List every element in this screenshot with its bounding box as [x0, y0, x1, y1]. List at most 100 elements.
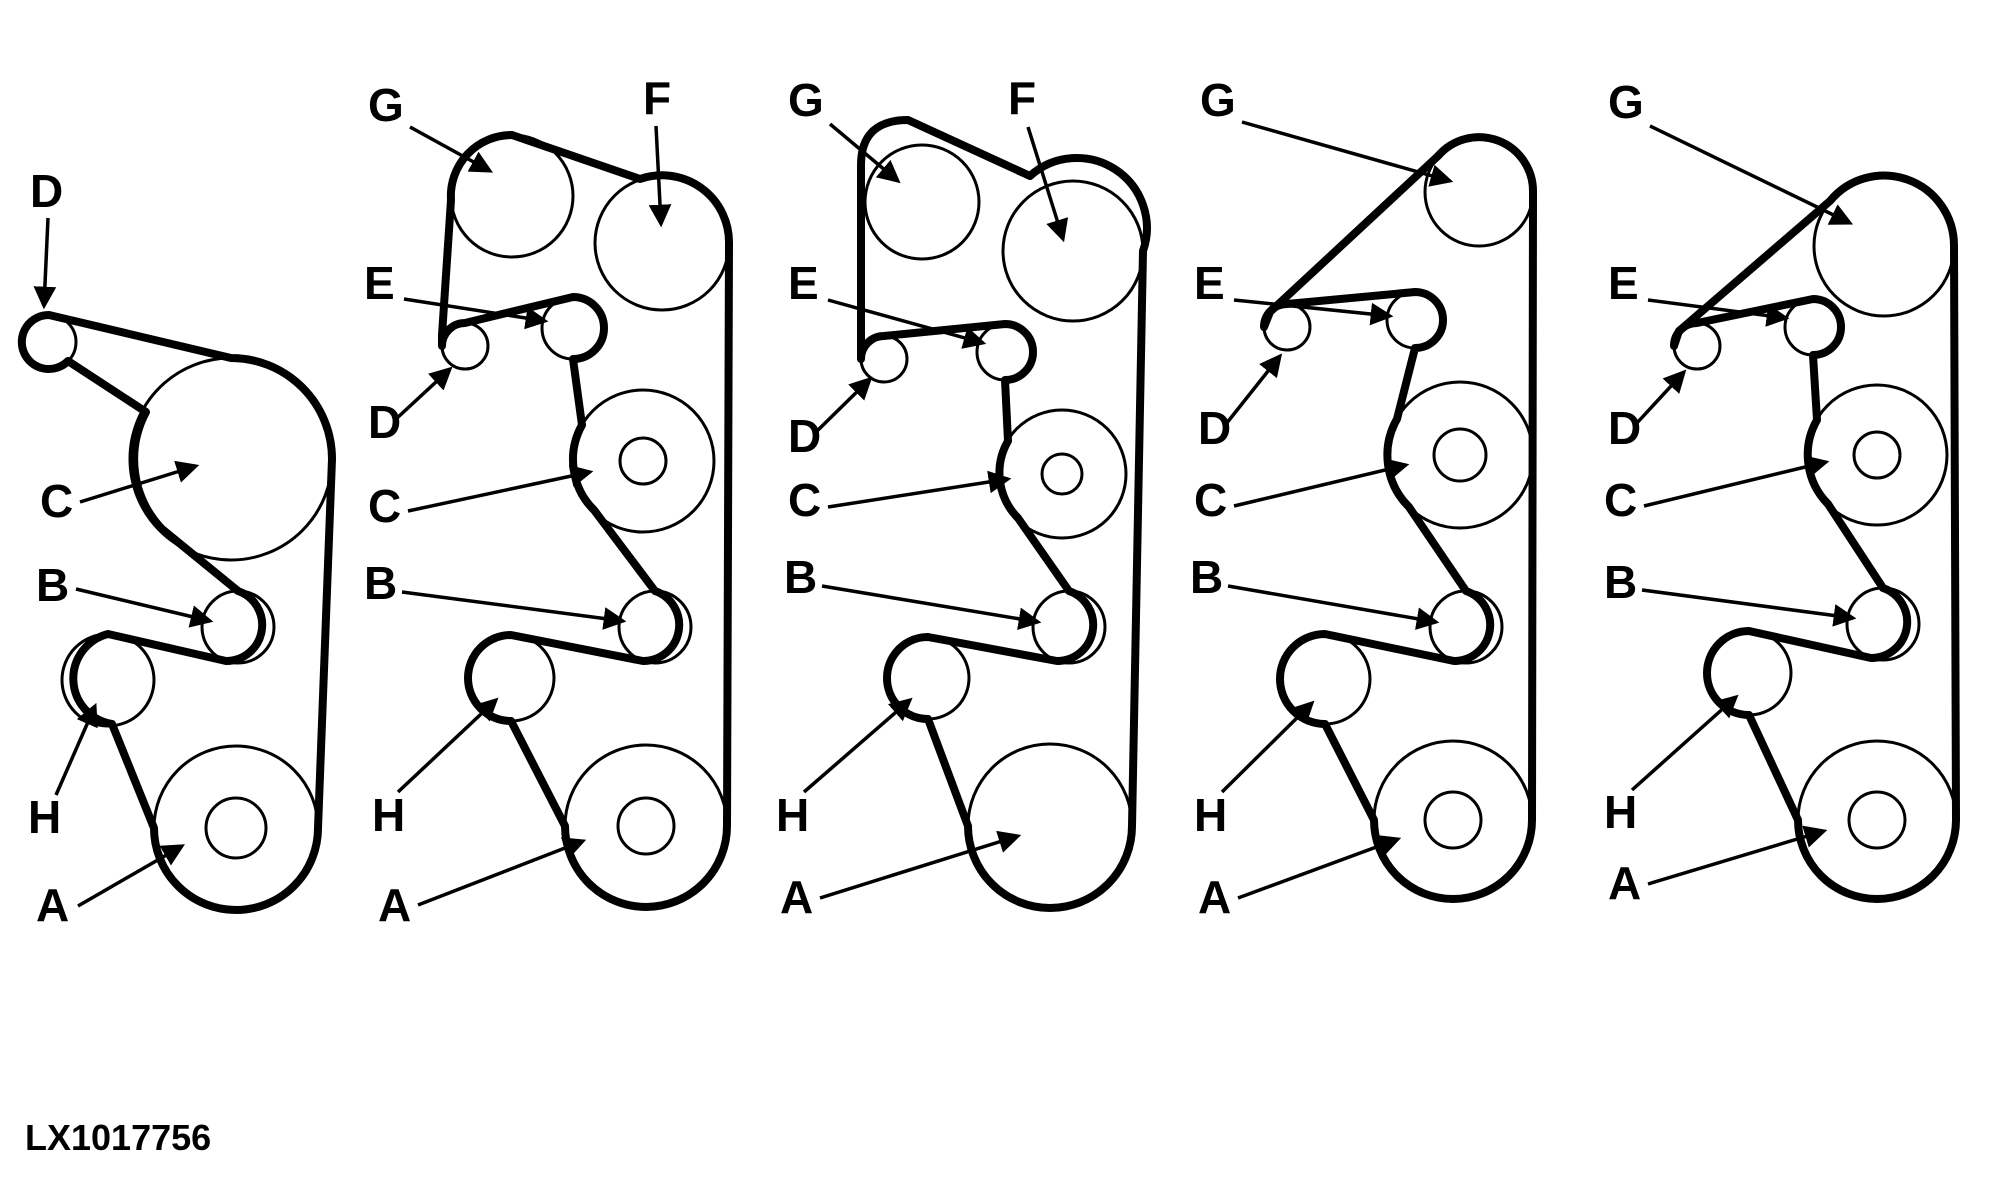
label-arrow-e [1233, 298, 1394, 326]
belt-path [17, 310, 336, 914]
pulley-label-b: B [784, 551, 817, 603]
callout-e: E [1608, 257, 1790, 327]
pulley-label-a: A [36, 879, 69, 931]
callout-b: B [1190, 551, 1440, 630]
label-arrow-g [1649, 124, 1854, 225]
callout-h: H [28, 702, 98, 843]
callout-g: G [788, 74, 901, 184]
pulley-label-h: H [372, 789, 405, 841]
pulley-label-c: C [40, 475, 73, 527]
pulley-a-hub [204, 796, 268, 860]
callout-g: G [1608, 76, 1854, 225]
callout-h: H [1194, 700, 1315, 841]
pulley-label-b: B [364, 557, 397, 609]
label-arrow-c [79, 460, 200, 504]
label-arrow-a [417, 837, 587, 907]
pulley-label-a: A [1608, 857, 1641, 909]
pulley-f [1001, 179, 1145, 323]
label-arrow-f [1026, 126, 1069, 243]
belt-diagram-3: G F E D C B H [776, 72, 1151, 923]
pulley-label-c: C [1194, 474, 1227, 526]
pulley-label-d: D [368, 396, 401, 448]
label-arrow-d [394, 366, 453, 421]
label-arrow-h [1630, 694, 1739, 792]
label-arrow-c [1643, 455, 1830, 508]
belt-path [1260, 133, 1538, 903]
pulley-label-e: E [1194, 257, 1225, 309]
label-arrow-c [1233, 458, 1410, 508]
callout-a: A [1198, 835, 1402, 923]
label-arrow-c [827, 470, 1012, 509]
belt-diagram-1: D C B H A [17, 165, 336, 931]
pulley-label-h: H [1604, 786, 1637, 838]
pulley-label-d: D [30, 165, 63, 217]
label-arrow-a [77, 844, 185, 908]
callout-a: A [780, 830, 1022, 923]
pulley-label-b: B [1190, 551, 1223, 603]
callout-c: C [1604, 455, 1830, 526]
callout-h: H [372, 697, 499, 841]
callout-b: B [1604, 556, 1857, 627]
belt-path [1670, 171, 1960, 903]
callout-d: D [788, 376, 873, 462]
label-arrow-h [54, 702, 98, 796]
label-arrow-g [1241, 120, 1454, 187]
belt-diagram-4: G E D C B H A [1190, 74, 1538, 923]
callout-g: G [1200, 74, 1454, 187]
label-arrow-h [396, 697, 499, 794]
belt-path [438, 130, 734, 911]
callout-h: H [1604, 694, 1739, 838]
pulley-label-g: G [1200, 74, 1236, 126]
label-arrow-e [827, 298, 987, 349]
label-arrow-g [828, 122, 901, 184]
label-arrow-e [1647, 298, 1790, 327]
callout-d: D [1608, 369, 1687, 454]
pulley-label-h: H [776, 789, 809, 841]
callout-e: E [364, 257, 549, 330]
pulley-label-d: D [1608, 402, 1641, 454]
pulley-label-c: C [1604, 474, 1637, 526]
label-arrow-d [1224, 353, 1283, 426]
label-arrow-b [1227, 584, 1440, 630]
pulley-label-a: A [780, 871, 813, 923]
callout-e: E [788, 257, 987, 349]
pulley-label-a: A [1198, 871, 1231, 923]
pulley-label-f: F [1008, 72, 1036, 124]
callout-c: C [1194, 458, 1410, 526]
label-arrow-d [33, 217, 57, 310]
callout-f: F [1008, 72, 1069, 243]
callout-d: D [1198, 353, 1283, 454]
label-arrow-f [648, 125, 672, 228]
pulley-label-g: G [368, 79, 404, 131]
pulley-label-f: F [643, 72, 671, 124]
callout-a: A [1608, 825, 1828, 909]
pulley-label-h: H [1194, 789, 1227, 841]
callout-b: B [36, 559, 214, 628]
label-arrow-a [1647, 825, 1828, 886]
pulley-label-e: E [364, 257, 395, 309]
label-arrow-g [409, 125, 493, 173]
label-arrow-h [802, 697, 913, 794]
label-arrow-b [75, 587, 214, 628]
pulley-label-b: B [1604, 556, 1637, 608]
label-arrow-e [403, 297, 549, 330]
pulley-label-g: G [788, 74, 824, 126]
label-arrow-a [819, 830, 1022, 900]
label-arrow-h [1220, 700, 1315, 794]
pulley-a-hub [616, 796, 676, 856]
label-arrow-b [1641, 588, 1857, 627]
pulley-c-hub [618, 436, 668, 486]
pulley-label-g: G [1608, 76, 1644, 128]
pulley-label-e: E [1608, 257, 1639, 309]
pulley-a-hub [1847, 790, 1907, 850]
belt-diagram-2: G F E D C B H [364, 72, 734, 931]
callout-f: F [643, 72, 672, 228]
pulley-label-d: D [788, 410, 821, 462]
callout-c: C [368, 464, 594, 532]
pulley-label-a: A [378, 879, 411, 931]
label-arrow-d [814, 376, 873, 434]
pulley-c-hub [1040, 452, 1084, 496]
pulley-a-hub [1423, 790, 1483, 850]
